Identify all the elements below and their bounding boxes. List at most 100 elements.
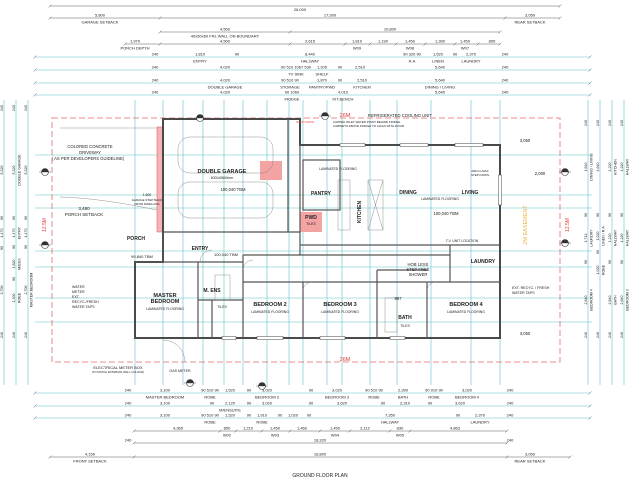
dimension-value: 240 [502, 65, 509, 70]
annotation: REFRIGERATED COOLING UNIT [368, 113, 432, 118]
side-dimension-label: LAUNDRY [590, 229, 594, 247]
dimension-label: W09 [353, 46, 362, 51]
dimension-value: 90 [381, 401, 386, 406]
dimension-label: PORCH DEPTH [120, 46, 149, 51]
side-dimension-value: 2,840 [584, 296, 588, 305]
annotation: GAS METER [169, 369, 191, 373]
kitchen-island [367, 179, 384, 231]
bathtub [384, 297, 398, 333]
room-label-double-garage: DOUBLE GARAGE [198, 169, 247, 175]
annotation: LAMINATED FLOORING [321, 310, 359, 314]
dimension-label: KITCHEN [353, 85, 371, 90]
side-dimension-value: 90 [620, 213, 624, 217]
dimension-value: 3,020 [332, 388, 343, 393]
dimension-label: LAUNDRY [461, 59, 480, 64]
dimension-value: 17,300 [324, 13, 337, 18]
side-dimension-value: 240 [0, 105, 4, 111]
setback-boundary [51, 117, 561, 363]
annotation: ELECTRICAL METER BOX [93, 365, 143, 370]
dimension-value: 1,460 [297, 426, 308, 431]
dimension-value: 10,800 [384, 27, 397, 32]
side-dimension-value: 90 [596, 250, 600, 254]
dimension-value: 3,620 [337, 401, 348, 406]
room-label-entry: ENTRY [192, 246, 209, 252]
dimension-label: HALLWAY [381, 420, 400, 425]
dimension-value: 4,020 [220, 90, 231, 95]
dimension-value: 90 [210, 401, 215, 406]
elevation-marker-icon [39, 241, 51, 249]
side-dimension-value: 1,300 [12, 294, 16, 303]
dimension-value: 1,870 [317, 78, 328, 83]
annotation: TILES [400, 324, 410, 328]
side-dimension-value: 240 [0, 332, 4, 338]
windows [221, 143, 502, 340]
dimension-tick [48, 16, 52, 20]
dimension-value: 1,450 [270, 426, 281, 431]
side-dimension-label: ROBE [18, 292, 22, 303]
dimension-value: 240 [502, 90, 509, 95]
annotation: METER [72, 290, 85, 294]
elevation-marker-icon [256, 382, 268, 390]
dimension-value: 240 [507, 388, 514, 393]
dimension-tick [33, 68, 37, 72]
dimension-tick [505, 441, 509, 445]
dimension-label: ROBE [256, 420, 268, 425]
side-dimension-label: DINING / LIVING [590, 153, 594, 181]
dimension-value: 240 [125, 388, 132, 393]
dimension-value: 7,350 [385, 413, 396, 418]
dimension-value: 1,190 [378, 39, 389, 44]
side-dimension-label: LINEN / R.A [602, 226, 606, 246]
room-label-dining: DINING [399, 190, 417, 196]
annotation: DRIVEWAY [79, 150, 101, 155]
annotation: TILES [306, 222, 316, 226]
annotation: CABINETS ABOVE FRIDGE TO ALIGN WITH DOOR [333, 124, 405, 128]
dimension-value: 2,615 [305, 39, 316, 44]
dimension-value: 1,810 [352, 39, 363, 44]
dimension-value: 240 [507, 413, 514, 418]
dimension-tick [158, 16, 162, 20]
annotation: SHOWER [409, 272, 428, 277]
annotation: 3,050 [520, 331, 531, 336]
dimension-value: 90 510 1067 530 [281, 65, 312, 70]
dimension-value: 240 [502, 52, 509, 57]
dimension-value: 1,520 [225, 413, 236, 418]
side-dimension-value: 90 [24, 216, 28, 220]
pwd-wet-area [300, 212, 322, 232]
dimension-tick [288, 429, 292, 433]
dimension-label: TV SINK [288, 72, 304, 77]
dimension-tick [503, 16, 507, 20]
side-dimension-label: HALLWAY [626, 229, 630, 246]
dimension-tick [33, 404, 37, 408]
dimension-value: 1,450 [460, 39, 471, 44]
annotation: 6000x5540mm [211, 176, 234, 180]
dimension-value: 2,310 [400, 401, 411, 406]
dimension-tick [318, 429, 322, 433]
side-dimension-value: 90 [0, 246, 4, 250]
annotation: COLORED CONCRETE [67, 144, 113, 149]
annotation: 200mm MAX [471, 169, 488, 173]
dimension-label: ROBE [428, 395, 440, 400]
dimension-tick [158, 42, 162, 46]
side-dimension-value: 2,700 [24, 286, 28, 295]
dimension-tick [33, 391, 37, 395]
dimension-value: 2,370 [466, 52, 477, 57]
dimension-tick [498, 30, 502, 34]
elevation-markers [39, 112, 571, 390]
dimension-tick [476, 42, 480, 46]
dimension-tick [568, 455, 572, 459]
dimension-value: 90 [278, 413, 283, 418]
dimension-value: 1,520 [225, 388, 236, 393]
side-dimension-value: 1,020 [596, 266, 600, 275]
room-label-porch: PORCH [127, 236, 145, 242]
dimension-value: 3,020 [262, 388, 273, 393]
dimension-value: 240 [125, 401, 132, 406]
annotation: TILES [217, 305, 227, 309]
dimension-tick [588, 68, 592, 72]
dimension-tick [288, 42, 292, 46]
side-dimension-value: 240 [620, 120, 624, 126]
dimension-value: 850 [224, 426, 231, 431]
dimension-value: 240 [125, 438, 132, 443]
annotation: (TO MATCH EXTERIOR WALL COLOUR) [92, 370, 144, 374]
room-label-bedroom: BEDROOM [151, 299, 180, 305]
dimension-tick [348, 429, 352, 433]
